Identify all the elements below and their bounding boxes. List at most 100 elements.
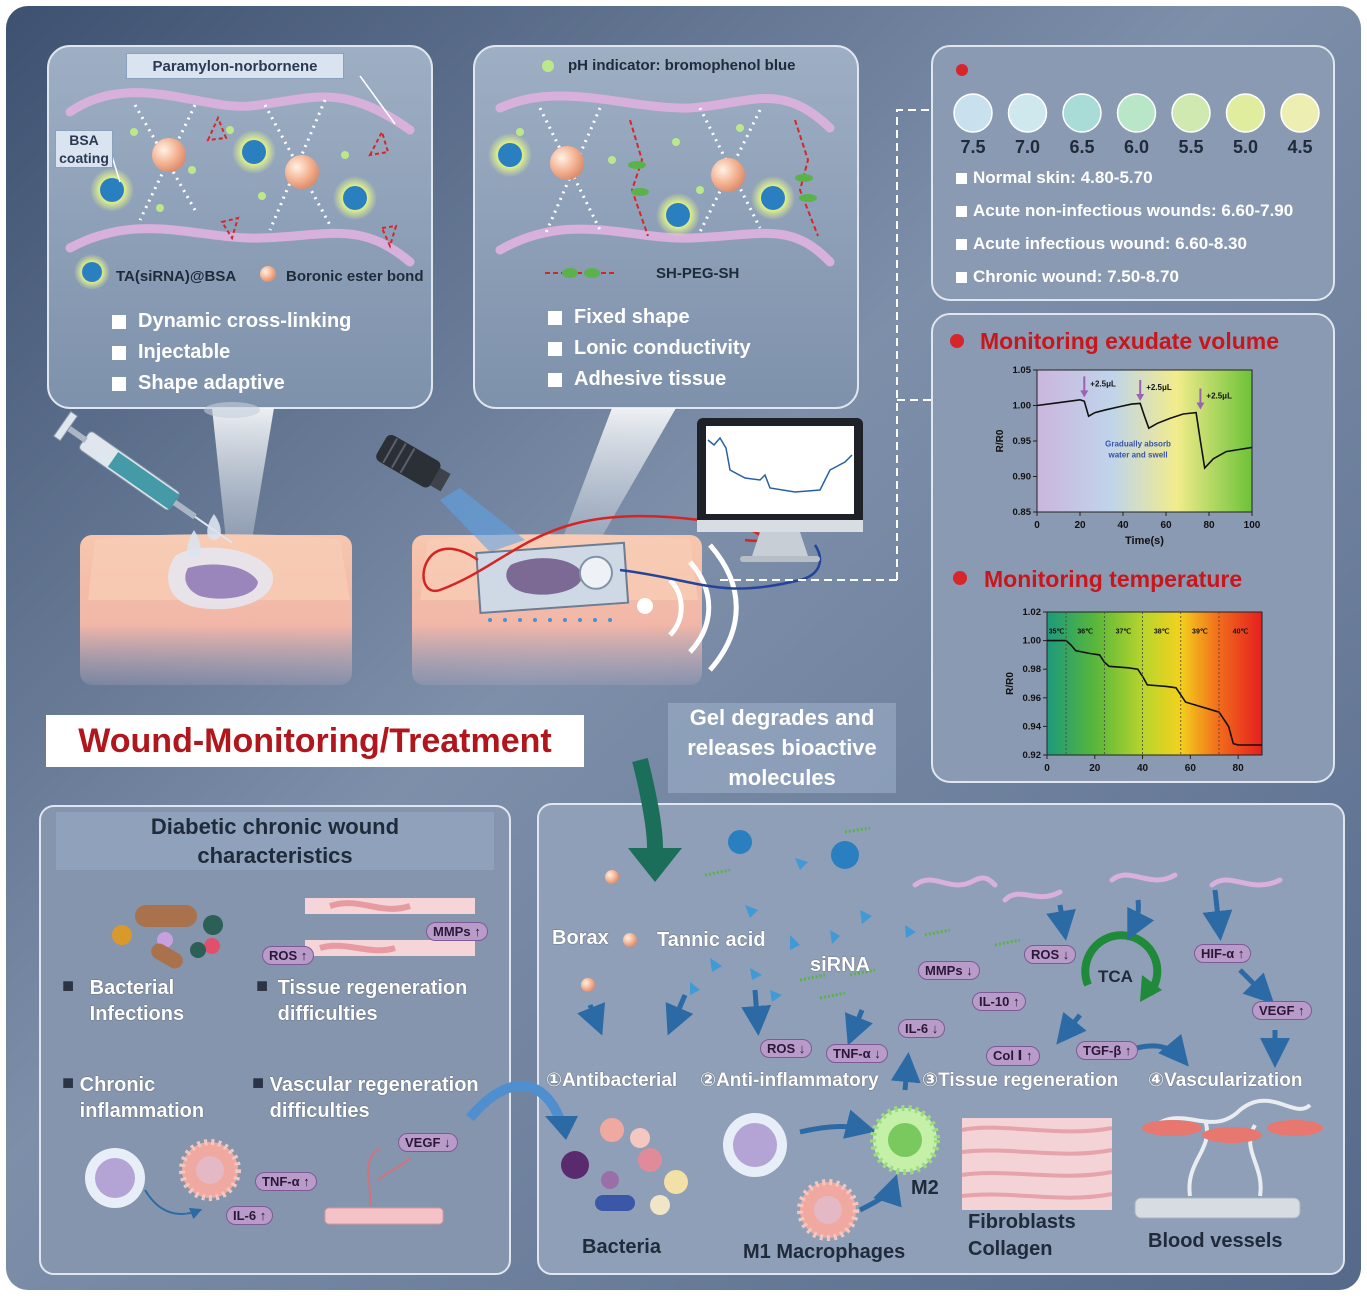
marker-text: MMPs bbox=[433, 924, 471, 939]
boronic-ester-node bbox=[285, 155, 319, 189]
ros-marker: ROS ↑ bbox=[262, 946, 315, 965]
m2-caption: M2 bbox=[911, 1177, 939, 1199]
ph-value: 4.5 bbox=[1287, 137, 1313, 157]
computer-monitor bbox=[697, 418, 863, 562]
y-tick-label: 1.05 bbox=[1013, 365, 1032, 376]
up-arrow-icon: ↑ bbox=[300, 948, 308, 963]
bacteria-cluster-right bbox=[561, 1118, 688, 1215]
legend-bond-label: Boronic ester bond bbox=[286, 268, 424, 285]
m1-macrophages-caption: M1 Macrophages bbox=[743, 1241, 906, 1263]
temperature-title-dot bbox=[953, 571, 967, 585]
temperature-band-label: 39℃ bbox=[1192, 627, 1208, 635]
injection-arrowhead bbox=[1136, 393, 1145, 401]
marker-text: IL-6 bbox=[905, 1021, 929, 1036]
crosslinker-label: SH-PEG-SH bbox=[656, 265, 740, 282]
ph-value: 7.5 bbox=[960, 137, 986, 157]
feature-text: Fixed shape bbox=[574, 306, 690, 328]
y-tick-label: 0.95 bbox=[1013, 436, 1032, 447]
feature-item: Injectable bbox=[112, 341, 351, 364]
y-tick-label: 1.00 bbox=[1013, 401, 1032, 412]
tnf-marker: TNF-α ↓ bbox=[826, 1044, 888, 1063]
boronic-ester-node bbox=[152, 138, 186, 172]
uv-lamp bbox=[376, 434, 525, 552]
fibroblast-collagen bbox=[961, 1118, 1113, 1210]
swell-annotation: water and swell bbox=[1107, 451, 1167, 460]
square-bullet-icon: ■ bbox=[256, 975, 269, 997]
polymer-label: Paramylon-norbornene bbox=[126, 53, 344, 79]
characteristic-text: Tissue regeneration difficulties bbox=[277, 977, 468, 1025]
y-tick-label: 0.96 bbox=[1023, 693, 1042, 704]
swell-annotation: Gradually absorb bbox=[1105, 440, 1171, 449]
y-tick-label: 0.90 bbox=[1013, 472, 1032, 483]
ta-sirna-particles bbox=[488, 133, 795, 237]
bacteria-cluster-left bbox=[112, 905, 223, 969]
x-tick-label: 100 bbox=[1244, 520, 1261, 531]
chronic-wound-heading: Diabetic chronic wound characteristics bbox=[56, 812, 494, 870]
vessel-left bbox=[324, 1147, 444, 1225]
il10-marker: IL-10 ↑ bbox=[972, 992, 1027, 1011]
up-arrow-icon: ↑ bbox=[303, 1174, 310, 1189]
up-arrow-icon: ↑ bbox=[1012, 994, 1020, 1009]
mmps-marker: MMPs ↑ bbox=[426, 922, 488, 941]
down-arrow-icon: ↓ bbox=[874, 1046, 881, 1061]
network-left bbox=[65, 75, 415, 290]
range-item: Acute non-infectious wounds: 6.60-7.90 bbox=[956, 201, 1293, 221]
x-tick-label: 0 bbox=[1034, 520, 1040, 531]
characteristic-item: ■ Chronic inflammation bbox=[62, 1072, 204, 1124]
monitor-trace bbox=[707, 436, 853, 493]
treatment-molecules bbox=[581, 826, 1021, 1002]
ph-value: 5.5 bbox=[1178, 137, 1204, 157]
marker-text: IL-10 bbox=[979, 994, 1010, 1009]
exudate-title-dot bbox=[950, 334, 964, 348]
down-arrow-icon: ↓ bbox=[1062, 947, 1070, 962]
bsa-coating-label: BSA coating bbox=[55, 130, 113, 168]
wound-area bbox=[185, 564, 258, 599]
polymer-chain-bottom bbox=[65, 224, 415, 267]
temperature-chart-title: Monitoring temperature bbox=[984, 566, 1243, 592]
feature-text: Shape adaptive bbox=[138, 372, 285, 394]
skin-block-left bbox=[80, 534, 352, 685]
ph-swatch bbox=[1171, 93, 1211, 133]
down-arrow-icon: ↓ bbox=[444, 1135, 451, 1150]
x-tick-label: 40 bbox=[1137, 763, 1149, 774]
spotlight-beams bbox=[204, 402, 676, 540]
temperature-band-label: 37℃ bbox=[1116, 627, 1132, 635]
x-tick-label: 20 bbox=[1089, 763, 1101, 774]
down-arrow-icon: ↓ bbox=[798, 1041, 806, 1056]
feature-item: Shape adaptive bbox=[112, 372, 351, 395]
boronic-ester-node bbox=[711, 158, 745, 192]
polymer-chain-bottom bbox=[495, 224, 835, 267]
marker-text: TNF-α bbox=[833, 1046, 871, 1061]
range-text: Acute infectious wound: 6.60-8.30 bbox=[973, 234, 1247, 253]
blood-vessels bbox=[1134, 1098, 1323, 1219]
marker-text: TNF-α bbox=[262, 1174, 300, 1189]
x-tick-label: 20 bbox=[1074, 520, 1086, 531]
marker-text: MMPs bbox=[925, 963, 963, 978]
y-tick-label: 0.98 bbox=[1023, 664, 1042, 675]
il6-marker: IL-6 ↓ bbox=[898, 1019, 946, 1038]
bacteria-caption: Bacteria bbox=[582, 1236, 661, 1258]
pathway-arrows bbox=[577, 889, 1290, 1213]
ph-swatch bbox=[1007, 93, 1048, 133]
square-bullet-icon: ■ bbox=[62, 975, 75, 997]
ph-value: 6.5 bbox=[1069, 137, 1095, 157]
feature-text: Dynamic cross-linking bbox=[138, 310, 352, 332]
ph-swatch bbox=[953, 93, 993, 133]
gel-degradation-note: Gel degrades and releases bioactive mole… bbox=[668, 703, 896, 793]
up-arrow-icon: ↑ bbox=[259, 1208, 267, 1223]
ph-swatch bbox=[1116, 93, 1157, 133]
legend-bond-node bbox=[260, 266, 276, 282]
tissue-fibers-left bbox=[305, 898, 475, 956]
marker-text: ROS bbox=[1031, 947, 1060, 962]
y-axis-label: R/R0 bbox=[1005, 672, 1016, 695]
marker-text: IL-6 bbox=[233, 1208, 257, 1223]
injection-annotation: +2.5μL bbox=[1146, 383, 1172, 392]
x-tick-label: 80 bbox=[1203, 520, 1215, 531]
effect-antibacterial: ①Antibacterial bbox=[546, 1070, 678, 1091]
feature-item: Adhesive tissue bbox=[548, 368, 751, 391]
ph-value: 7.0 bbox=[1014, 137, 1041, 157]
ta-sirna-particles bbox=[74, 130, 377, 290]
up-arrow-icon: ↑ bbox=[474, 924, 481, 939]
ph-ranges: Normal skin: 4.80-5.70 Acute non-infecti… bbox=[956, 168, 1293, 287]
